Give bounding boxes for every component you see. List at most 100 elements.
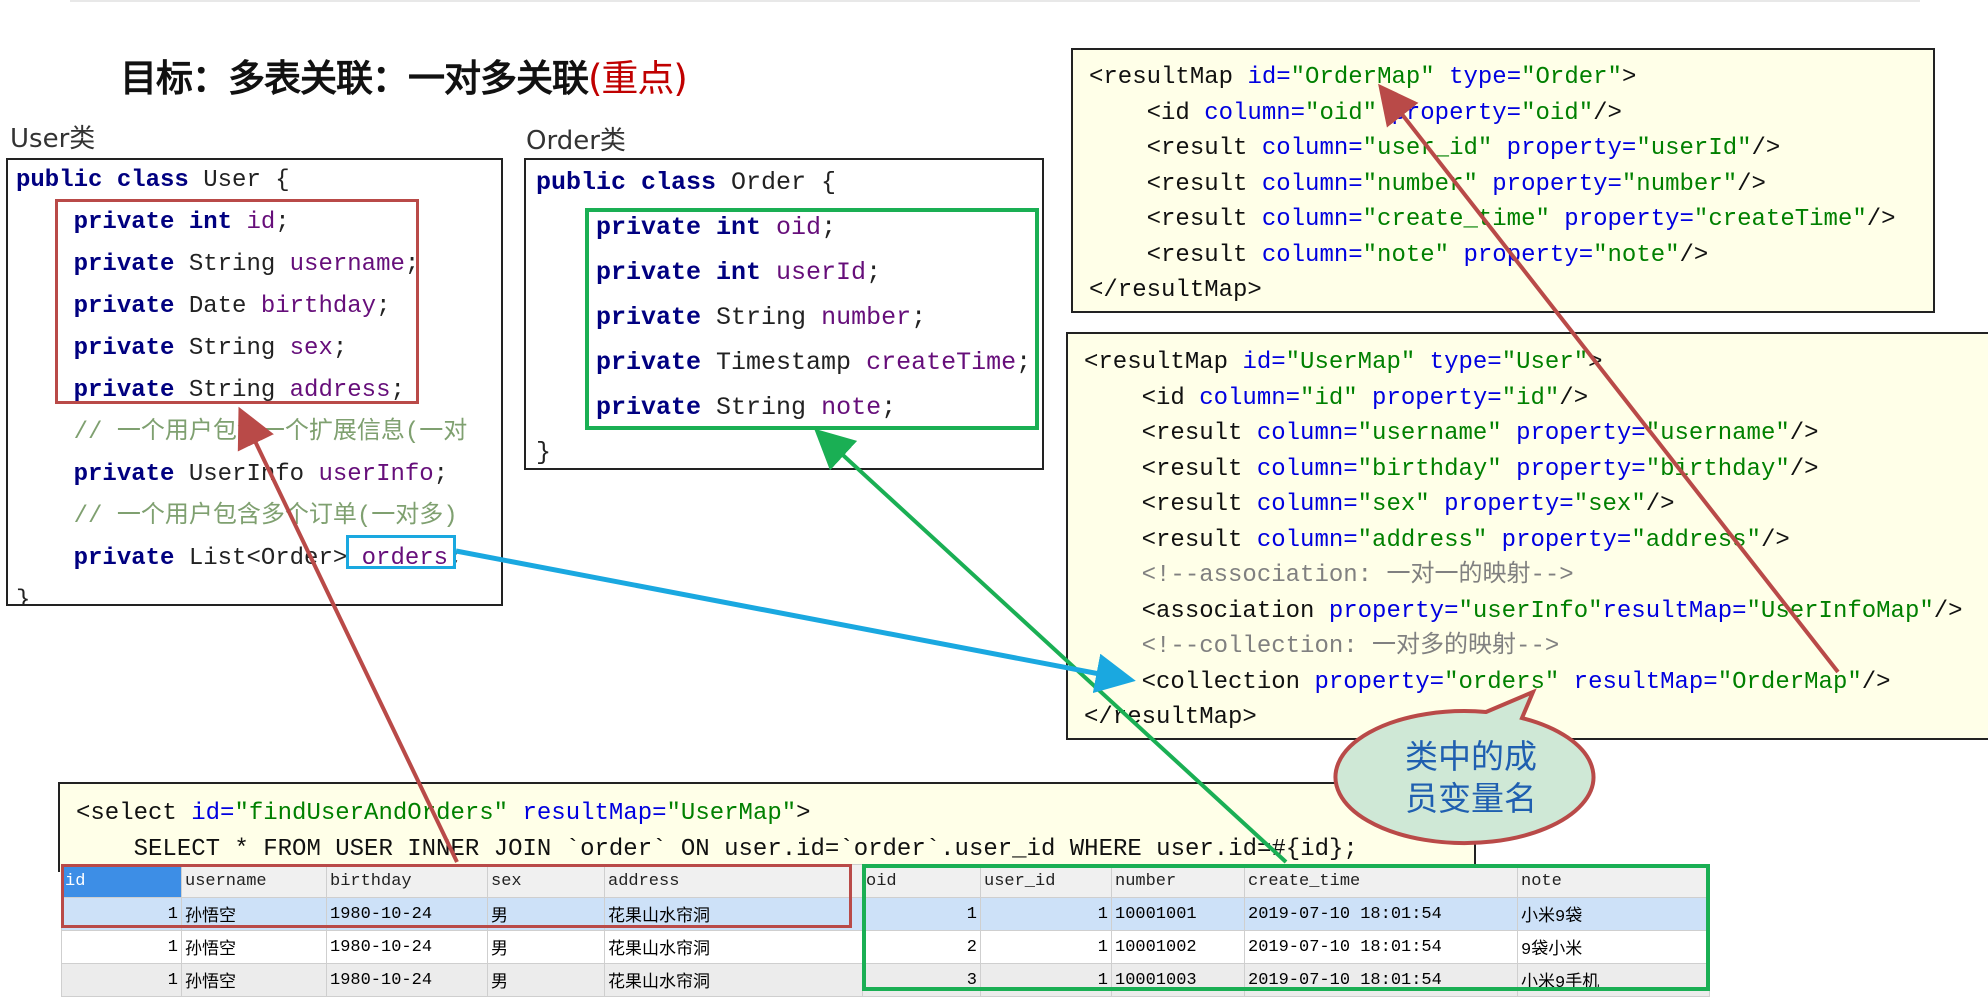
code-token: column= xyxy=(1256,526,1358,554)
orders-field-highlight xyxy=(346,535,456,569)
code-token: ; xyxy=(433,461,449,488)
column-header[interactable]: note xyxy=(1517,864,1710,898)
code-token: <resultMap xyxy=(1089,64,1248,91)
code-token: "note" xyxy=(1362,241,1450,269)
code-line: <result column="address" property="addre… xyxy=(1084,523,1988,559)
code-line: private Timestamp createTime; xyxy=(536,340,1042,385)
code-token: resultMap= xyxy=(1602,597,1747,625)
code-token: String xyxy=(188,377,290,404)
code-token: /> xyxy=(1645,491,1675,518)
code-line: <collection property="orders" resultMap=… xyxy=(1084,665,1988,701)
code-token: createTime xyxy=(866,348,1017,377)
table-cell: 1 xyxy=(61,963,182,997)
code-token: property= xyxy=(1492,135,1637,162)
code-line: <result column="note" property="note"/> xyxy=(1089,238,1933,274)
code-token: ; xyxy=(376,293,391,320)
code-token: <result xyxy=(1084,455,1257,483)
code-token: Timestamp xyxy=(716,348,867,377)
code-token: property= xyxy=(1477,170,1622,198)
code-token: String xyxy=(188,251,290,278)
table-cell: 小米9袋 xyxy=(1517,897,1710,931)
code-token: ; xyxy=(881,393,897,422)
code-token: // 一个用户包含一个扩展信息(一对 xyxy=(16,419,468,446)
code-token: ; xyxy=(404,251,420,278)
top-divider xyxy=(70,0,1920,2)
code-token: "User" xyxy=(1501,349,1589,376)
code-token: // 一个用户包含多个订单(一对多) xyxy=(16,503,458,530)
code-token: <result xyxy=(1084,491,1257,518)
code-token: "userId" xyxy=(1636,135,1752,162)
code-token: property= xyxy=(1549,206,1694,233)
code-line: <association property="userInfo"resultMa… xyxy=(1084,594,1988,630)
code-token: ; xyxy=(1016,348,1032,377)
code-token: resultMap= xyxy=(1559,668,1718,696)
code-token: userInfo xyxy=(318,461,434,488)
code-token: <resultMap xyxy=(1084,349,1243,376)
code-line: // 一个用户包含多个订单(一对多) xyxy=(16,496,501,538)
code-token: address xyxy=(289,377,391,404)
column-header[interactable]: address xyxy=(604,864,863,898)
table-cell: 10001001 xyxy=(1111,897,1245,931)
column-header[interactable]: oid xyxy=(862,864,981,898)
table-cell: 10001002 xyxy=(1111,930,1245,964)
table-cell: 花果山水帘洞 xyxy=(604,930,863,964)
code-token: private xyxy=(536,348,717,377)
table-cell: 男 xyxy=(487,930,605,964)
code-token: ; xyxy=(275,209,290,236)
code-token: private xyxy=(536,303,717,332)
code-token: > xyxy=(1588,349,1603,376)
code-token: /> xyxy=(1861,668,1891,696)
code-token: "oid" xyxy=(1521,99,1594,127)
code-token: "createTime" xyxy=(1693,206,1867,233)
code-token: /> xyxy=(1760,526,1790,554)
code-token: <result xyxy=(1089,170,1262,198)
code-token: ; xyxy=(332,335,348,362)
code-token: /> xyxy=(1737,170,1766,198)
code-token: "id" xyxy=(1300,384,1358,412)
column-header[interactable]: username xyxy=(181,864,327,898)
code-token: public class xyxy=(16,167,204,194)
column-header[interactable]: birthday xyxy=(326,864,488,898)
code-token: > xyxy=(1621,64,1637,91)
code-token: <id xyxy=(1089,99,1205,127)
code-token: username xyxy=(289,251,405,278)
code-line: <result column="user_id" property="userI… xyxy=(1089,131,1933,167)
code-token: ; xyxy=(390,377,405,404)
code-token: private int xyxy=(536,258,777,287)
code-token: column= xyxy=(1256,455,1358,483)
code-line: SELECT * FROM USER INNER JOIN `order` ON… xyxy=(76,832,1474,868)
order-class-label: Order类 xyxy=(526,126,626,156)
code-token: resultMap= xyxy=(508,800,667,827)
code-token: property= xyxy=(1449,241,1594,269)
code-token: "birthday" xyxy=(1645,455,1790,483)
code-token: "number" xyxy=(1362,170,1478,198)
table-cell: 小米9手机 xyxy=(1517,963,1710,997)
code-token: type= xyxy=(1415,349,1502,376)
code-token: private int xyxy=(536,213,777,242)
code-token: > xyxy=(796,800,811,827)
code-token: String xyxy=(716,393,822,422)
page-title: 目标：多表关联：一对多关联(重点) xyxy=(120,48,688,102)
code-token: column= xyxy=(1261,135,1363,162)
code-token: "user_id" xyxy=(1362,135,1493,162)
code-token: oid xyxy=(776,213,822,242)
code-line: <result column="number" property="number… xyxy=(1089,167,1933,203)
code-token: Date xyxy=(188,293,261,320)
code-token: "orders" xyxy=(1444,668,1560,696)
code-token: <!--association: 一对一的映射--> xyxy=(1084,562,1574,589)
table-cell: 2 xyxy=(862,930,981,964)
code-token: "UserInfoMap" xyxy=(1746,597,1934,625)
code-token: public class xyxy=(536,168,732,197)
code-token: private xyxy=(16,545,189,572)
code-line: <result column="username" property="user… xyxy=(1084,416,1988,452)
code-token: id= xyxy=(1242,349,1286,376)
code-line: <resultMap id="OrderMap" type="Order"> xyxy=(1089,60,1933,96)
code-line: private Date birthday; xyxy=(16,286,501,328)
code-line: </resultMap> xyxy=(1089,273,1933,309)
code-token: property= xyxy=(1501,455,1646,483)
column-header[interactable]: create_time xyxy=(1244,864,1518,898)
code-line: private String username; xyxy=(16,244,501,286)
code-token: column= xyxy=(1256,491,1358,518)
